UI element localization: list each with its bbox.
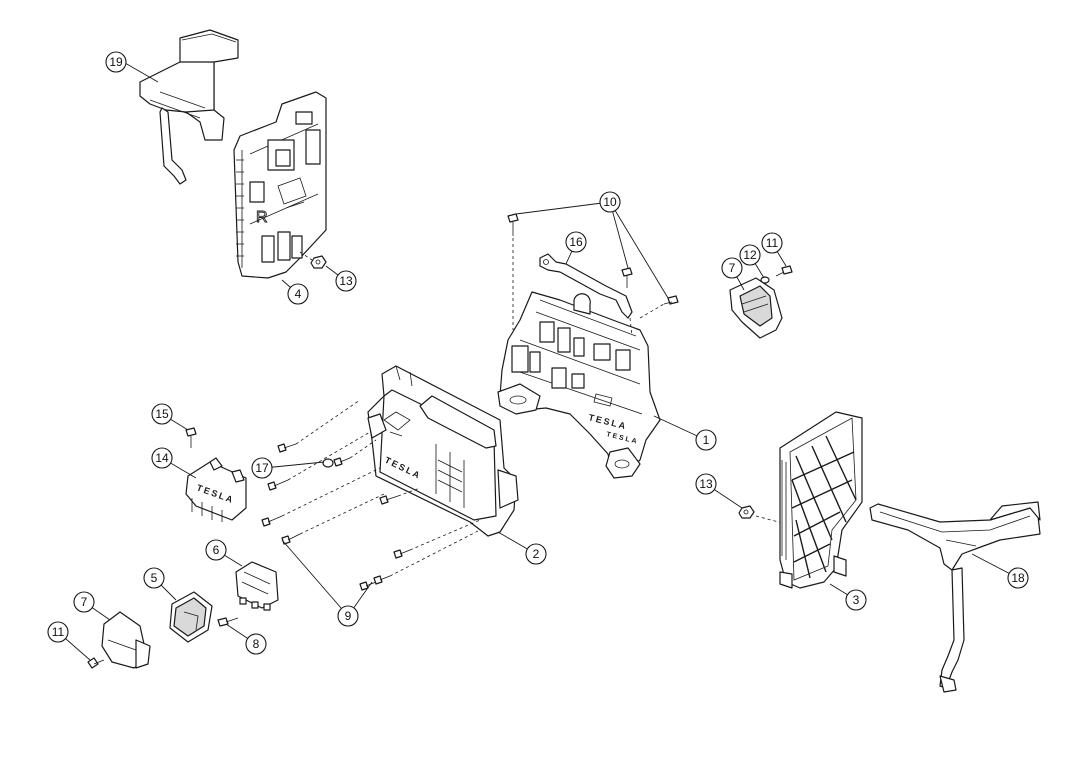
callout-14: 14: [151, 447, 173, 469]
callout-2: 2: [525, 543, 547, 565]
part-2-controller-housing: TESLA: [367, 365, 519, 537]
callout-9: 9: [337, 605, 359, 627]
svg-text:13: 13: [339, 274, 353, 288]
callout-13-upper: 13: [335, 270, 357, 292]
screw: [277, 443, 297, 453]
part-6-small-module: [235, 561, 279, 611]
svg-text:2: 2: [533, 547, 540, 561]
screw: [261, 515, 283, 527]
svg-text:14: 14: [155, 451, 169, 465]
part-17-washer: [322, 458, 334, 468]
screw: [359, 581, 377, 591]
svg-text:4: 4: [295, 287, 302, 301]
callout-17: 17: [251, 457, 273, 479]
part-13-nut-upper: [299, 251, 327, 269]
svg-text:7: 7: [729, 261, 736, 275]
callout-18: 18: [1007, 567, 1029, 589]
svg-text:11: 11: [52, 625, 65, 639]
screw: [373, 575, 391, 585]
callout-8: 8: [245, 633, 267, 655]
screw: [333, 457, 351, 467]
part-9-screws: [261, 399, 481, 591]
callout-3: 3: [845, 589, 867, 611]
svg-text:16: 16: [569, 235, 583, 249]
svg-text:9: 9: [345, 609, 352, 623]
svg-text:18: 18: [1011, 571, 1025, 585]
screw: [267, 479, 289, 491]
part-3-lattice-cover: [779, 411, 863, 589]
part-18-harness-bracket: [869, 501, 1041, 693]
part-5-relay: [169, 591, 213, 643]
part-8-screw: [217, 617, 239, 627]
part-16-ground-strap: [539, 253, 633, 337]
part-11-screw-lower: [87, 657, 105, 669]
part-14-fuse-block: TESLA: [185, 457, 247, 522]
svg-text:6: 6: [213, 543, 220, 557]
callout-16: 16: [565, 231, 587, 253]
svg-text:3: 3: [853, 593, 860, 607]
callout-11-lower: 11: [47, 621, 69, 643]
callout-12: 12: [739, 244, 761, 266]
callout-15: 15: [151, 403, 173, 425]
screw: [393, 549, 411, 559]
callout-6: 6: [205, 539, 227, 561]
part-7-module-upper: [729, 277, 783, 339]
svg-text:12: 12: [743, 248, 757, 262]
part-10-bolts: [507, 213, 679, 330]
callout-1: 1: [695, 429, 717, 451]
part-1-main-panel: TESLA: [497, 291, 661, 479]
part-12-washer: [760, 276, 770, 284]
part-11-screw-upper: [775, 265, 793, 277]
callout-5: 5: [143, 567, 165, 589]
screw: [379, 495, 399, 505]
svg-text:15: 15: [155, 407, 169, 421]
part-19-harness-bracket: [139, 29, 239, 185]
svg-text:8: 8: [253, 637, 260, 651]
panel-mark-r: R: [256, 209, 268, 226]
callout-7-upper: 7: [721, 257, 743, 279]
callout-10: 10: [599, 191, 621, 213]
callout-11-upper: 11: [761, 232, 783, 254]
callout-7-lower: 7: [73, 591, 95, 613]
svg-text:10: 10: [603, 195, 617, 209]
callout-19: 19: [105, 51, 127, 73]
callout-13-lower: 13: [695, 473, 717, 495]
part-13-nut-lower: [738, 505, 787, 525]
svg-text:7: 7: [81, 595, 88, 609]
svg-text:11: 11: [766, 236, 779, 250]
part-4-controller-panel: R: [233, 91, 327, 279]
svg-text:5: 5: [151, 571, 158, 585]
svg-text:1: 1: [703, 433, 710, 447]
svg-text:17: 17: [255, 461, 269, 475]
svg-text:19: 19: [109, 55, 123, 69]
part-15-bolt: [185, 427, 197, 448]
part-7-module-lower: [101, 611, 151, 669]
svg-text:13: 13: [699, 477, 713, 491]
callout-4: 4: [287, 283, 309, 305]
